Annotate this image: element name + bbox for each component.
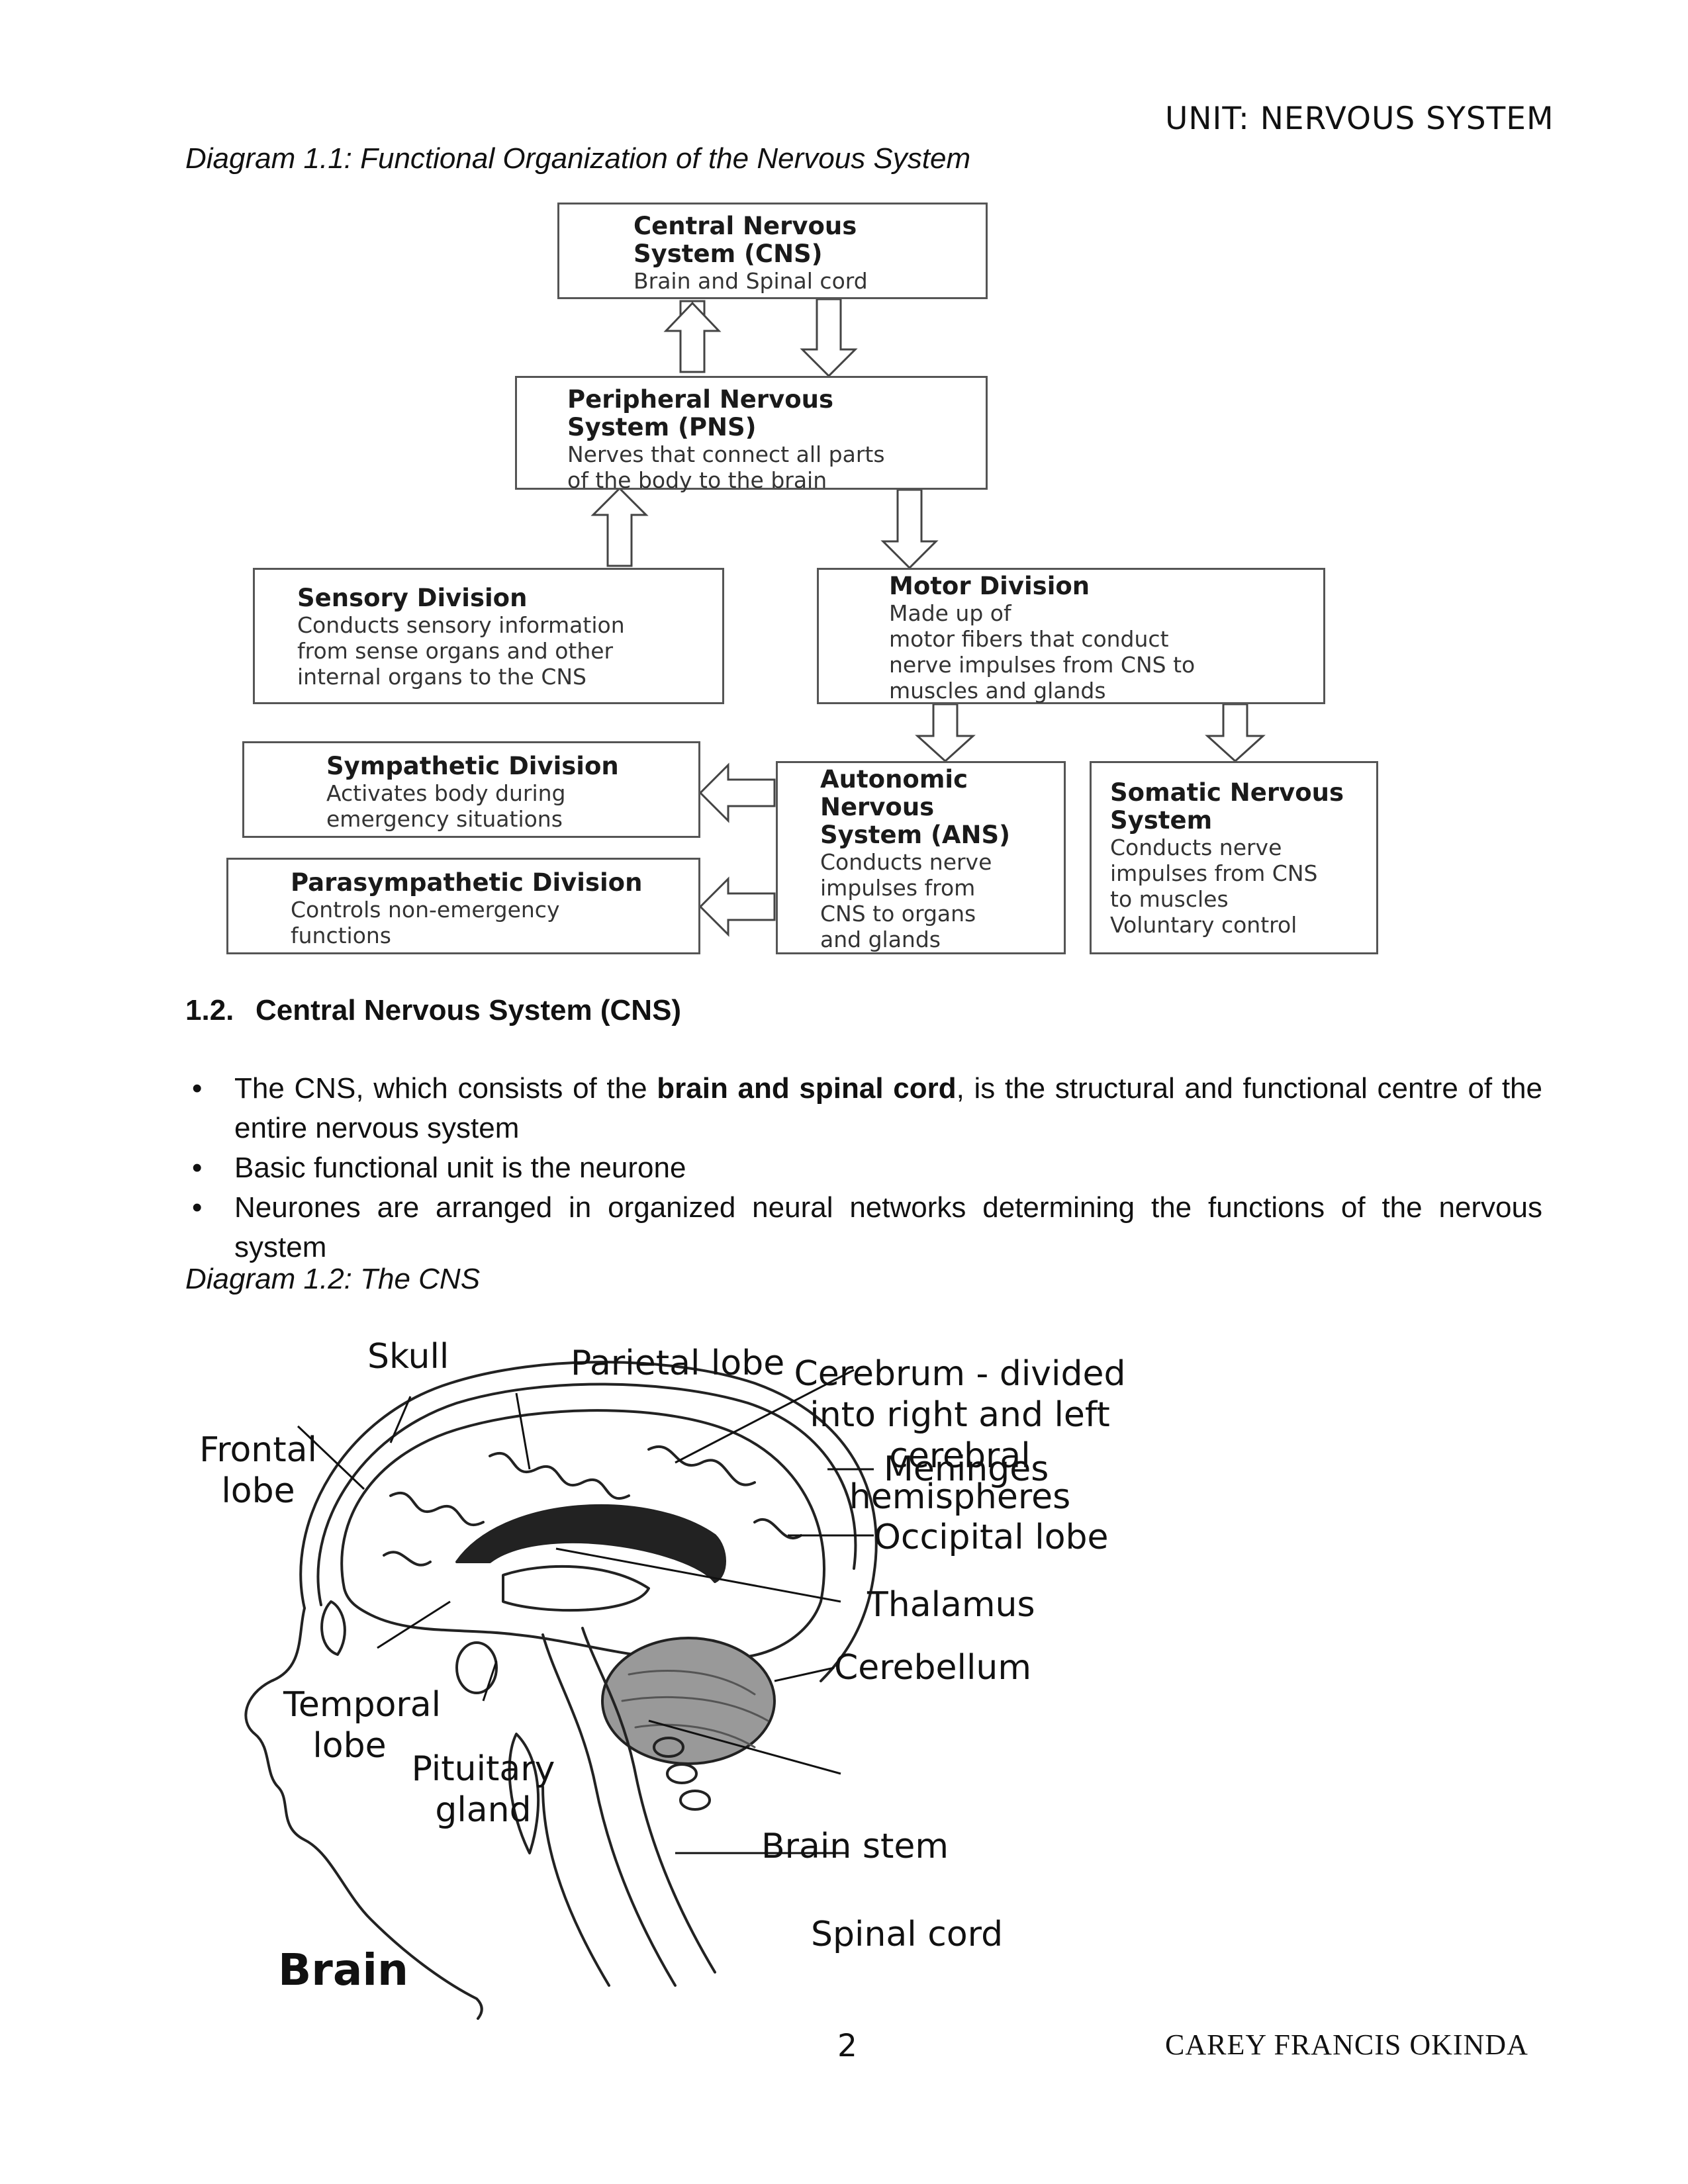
section-title: Central Nervous System (CNS) [256, 994, 682, 1026]
arrow-motor-to-somatic [1205, 703, 1266, 763]
bullet-list: • The CNS, which consists of the brain a… [185, 1069, 1542, 1267]
label-temporal-lobe: Temporal lobe [283, 1685, 442, 1766]
label-cerebellum: Cerebellum [834, 1648, 1032, 1688]
label-skull: Skull [367, 1337, 449, 1377]
thalamus [502, 1565, 650, 1612]
box-ans-title-3: System (ANS) [820, 821, 1011, 849]
box-pns-title-2: System (PNS) [567, 413, 757, 441]
box-ans-desc-3: CNS to organs [820, 901, 976, 927]
spinal-cord [541, 1786, 610, 1987]
skull-outline [299, 1361, 878, 1682]
label-cerebrum: Cerebrum - divided into right and left c… [794, 1354, 1126, 1517]
box-motor-desc-3: nerve impulses from CNS to [889, 652, 1196, 678]
label-brain-stem: Brain stem [761, 1827, 949, 1866]
box-sympathetic-division: Sympathetic Division Activates body duri… [242, 741, 700, 838]
page-number: 2 [837, 2028, 857, 2064]
box-motor-desc-1: Made up of [889, 600, 1011, 626]
box-somatic-title-1: Somatic Nervous [1110, 778, 1344, 807]
bullet-icon: • [192, 1191, 203, 1224]
box-somatic-desc-3: to muscles [1110, 886, 1229, 912]
brain-outline [340, 1409, 825, 1660]
box-pns: Peripheral Nervous System (PNS) Nerves t… [515, 376, 988, 493]
brain-stem [541, 1633, 677, 1987]
label-spinal-cord: Spinal cord [811, 1915, 1004, 1954]
label-occipital-lobe: Occipital lobe [874, 1518, 1109, 1557]
bullet-text: Neurones are arranged in organized neura… [234, 1191, 1542, 1263]
box-sensory-division: Sensory Division Conducts sensory inform… [253, 568, 724, 704]
box-pns-title-1: Peripheral Nervous [567, 385, 834, 414]
box-sensory-title: Sensory Division [297, 584, 528, 612]
box-pns-desc-1: Nerves that connect all parts [567, 441, 885, 467]
box-parasympathetic-division: Parasympathetic Division Controls non-em… [226, 858, 700, 954]
box-pns-desc-2: of the body to the brain [567, 467, 827, 493]
corpus-callosum [455, 1504, 726, 1583]
box-sensory-desc-1: Conducts sensory information [297, 612, 625, 638]
box-motor-desc-2: motor fibers that conduct [889, 626, 1169, 652]
flowchart-arrows [590, 298, 1266, 937]
box-somatic-desc-4: Voluntary control [1110, 912, 1297, 938]
pituitary-gland [455, 1641, 498, 1694]
box-ans-desc-4: and glands [820, 927, 941, 952]
header-unit-title: UNIT: NERVOUS SYSTEM [1165, 101, 1554, 137]
label-parietal-lobe: Parietal lobe [571, 1343, 785, 1383]
box-sympathetic-desc-1: Activates body during [326, 780, 566, 806]
box-ans-title-1: Autonomic [820, 765, 968, 794]
box-motor-division: Motor Division Made up of motor fibers t… [817, 568, 1325, 704]
box-somatic-title-2: System [1110, 806, 1213, 835]
bullet-text-pre: The CNS, which consists of the [234, 1072, 657, 1105]
box-cns-desc: Brain and Spinal cord [633, 268, 868, 294]
box-sympathetic-desc-2: emergency situations [326, 806, 563, 832]
box-ans-desc-2: impulses from [820, 875, 976, 901]
arrow-pns-to-motor [880, 488, 939, 570]
box-sympathetic-title: Sympathetic Division [326, 752, 619, 780]
diagram-1-caption: Diagram 1.1: Functional Organization of … [185, 142, 971, 175]
box-parasympathetic-title: Parasympathetic Division [291, 868, 643, 897]
bullet-item: • Neurones are arranged in organized neu… [185, 1188, 1542, 1267]
box-cns-title-2: System (CNS) [633, 240, 823, 268]
box-ans-desc-1: Conducts nerve [820, 849, 992, 875]
arrow-sensory-to-pns [590, 486, 649, 567]
footer-author: CAREY FRANCIS OKINDA [1165, 2028, 1528, 2061]
box-cns-title-1: Central Nervous [633, 212, 857, 240]
arrow-ans-to-parasympathetic [698, 876, 776, 937]
box-somatic-desc-1: Conducts nerve [1110, 835, 1282, 860]
box-ans-title-2: Nervous [820, 793, 935, 821]
brain-illustration [244, 1361, 878, 2020]
arrow-motor-to-ans [915, 703, 976, 763]
bullet-text: Basic functional unit is the neurone [234, 1152, 686, 1184]
arrow-cns-to-pns [800, 298, 858, 378]
box-parasympathetic-desc-1: Controls non-emergency [291, 897, 560, 923]
bullet-item: • Basic functional unit is the neurone [185, 1148, 1542, 1188]
label-pituitary-gland: Pituitary gland [411, 1749, 555, 1830]
cerebellum [601, 1637, 776, 1765]
arrow-ans-to-sympathetic [698, 762, 776, 823]
face-profile [244, 1607, 483, 2020]
section-heading: 1.2. Central Nervous System (CNS) [185, 994, 681, 1027]
bullet-icon: • [192, 1152, 203, 1184]
box-motor-desc-4: muscles and glands [889, 678, 1106, 704]
box-motor-title: Motor Division [889, 572, 1090, 600]
label-frontal-lobe: Frontal lobe [199, 1430, 317, 1511]
section-number: 1.2. [185, 994, 234, 1026]
box-cns: Central Nervous System (CNS) Brain and S… [557, 203, 988, 299]
box-sensory-desc-2: from sense organs and other [297, 638, 614, 664]
box-parasympathetic-desc-2: functions [291, 923, 391, 948]
bullet-icon: • [192, 1072, 203, 1105]
box-autonomic-nervous-system: Autonomic Nervous System (ANS) Conducts … [776, 761, 1066, 954]
diagram-2-caption: Diagram 1.2: The CNS [185, 1263, 481, 1295]
box-sensory-desc-3: internal organs to the CNS [297, 664, 586, 690]
box-somatic-nervous-system: Somatic Nervous System Conducts nerve im… [1090, 761, 1378, 954]
box-somatic-desc-2: impulses from CNS [1110, 860, 1318, 886]
label-leader-lines [297, 1369, 874, 1854]
label-thalamus: Thalamus [867, 1585, 1035, 1625]
bullet-text-post: , is the structural and functional centr… [234, 1072, 1542, 1144]
bullet-text-bold: brain and spinal cord [657, 1072, 957, 1105]
label-meninges: Meninges [884, 1449, 1049, 1489]
bullet-item: • The CNS, which consists of the brain a… [185, 1069, 1542, 1148]
label-brain-title: Brain [278, 1944, 409, 1995]
